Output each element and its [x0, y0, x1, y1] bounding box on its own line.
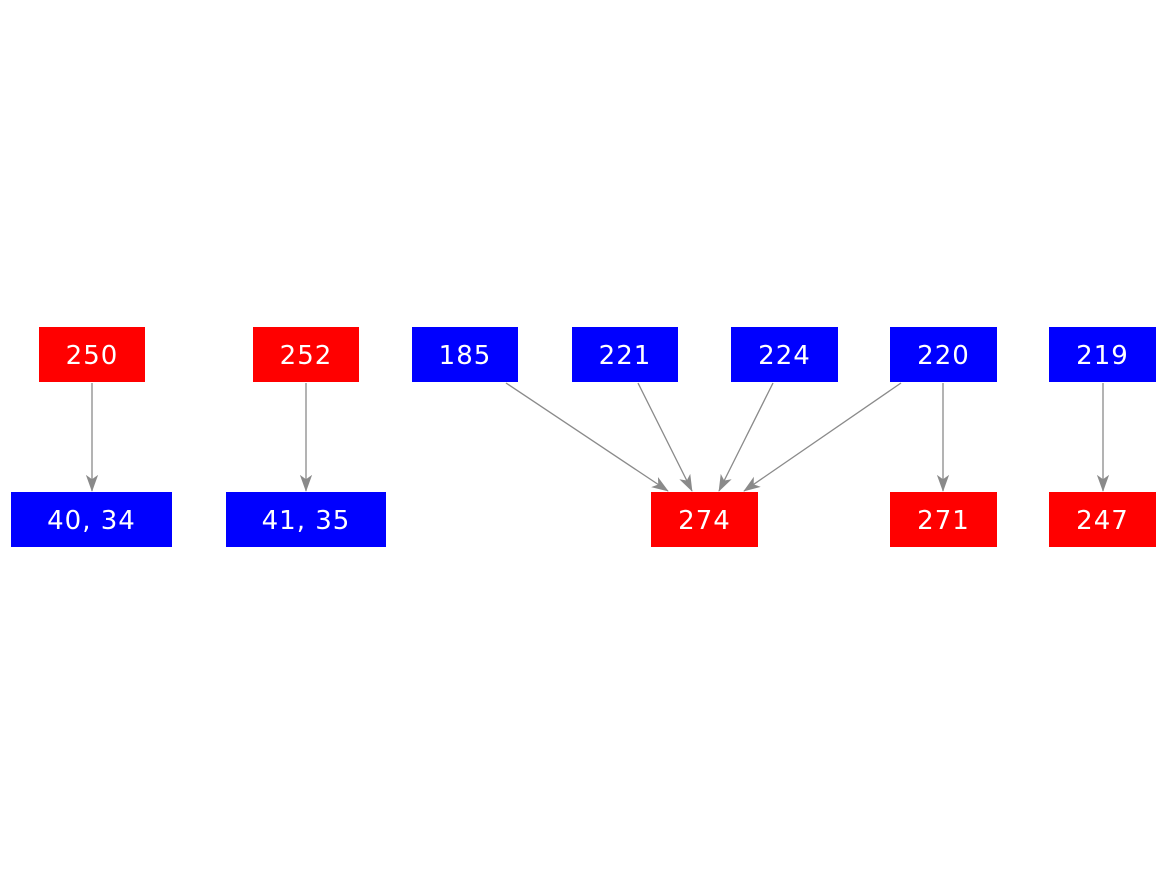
graph-node-224: 224 — [731, 327, 838, 382]
node-label: 250 — [65, 340, 119, 371]
graph-node-185: 185 — [412, 327, 518, 382]
graph-node-221: 221 — [572, 327, 678, 382]
node-label: 40, 34 — [47, 505, 136, 536]
node-label: 221 — [598, 340, 652, 371]
node-label: 41, 35 — [261, 505, 351, 536]
edge-221-to-274 — [637, 382, 693, 492]
graph-node-250: 250 — [39, 327, 145, 382]
edge-220-to-274 — [743, 382, 902, 492]
graph-node-41-35: 41, 35 — [226, 492, 386, 547]
node-label: 252 — [279, 340, 333, 371]
node-label: 247 — [1076, 505, 1129, 536]
graph-node-252: 252 — [253, 327, 359, 382]
graph-node-40-34: 40, 34 — [11, 492, 172, 547]
node-label: 185 — [438, 340, 492, 371]
graph-node-274: 274 — [651, 492, 758, 547]
node-label: 219 — [1076, 340, 1129, 371]
node-label: 224 — [758, 340, 811, 371]
node-label: 274 — [678, 505, 731, 536]
graph-node-271: 271 — [890, 492, 997, 547]
edge-224-to-274 — [718, 382, 774, 492]
graph-node-219: 219 — [1049, 327, 1156, 382]
node-label: 220 — [917, 340, 970, 371]
node-label: 271 — [917, 505, 970, 536]
graph-node-220: 220 — [890, 327, 997, 382]
edge-185-to-274 — [505, 382, 669, 492]
graph-node-247: 247 — [1049, 492, 1156, 547]
